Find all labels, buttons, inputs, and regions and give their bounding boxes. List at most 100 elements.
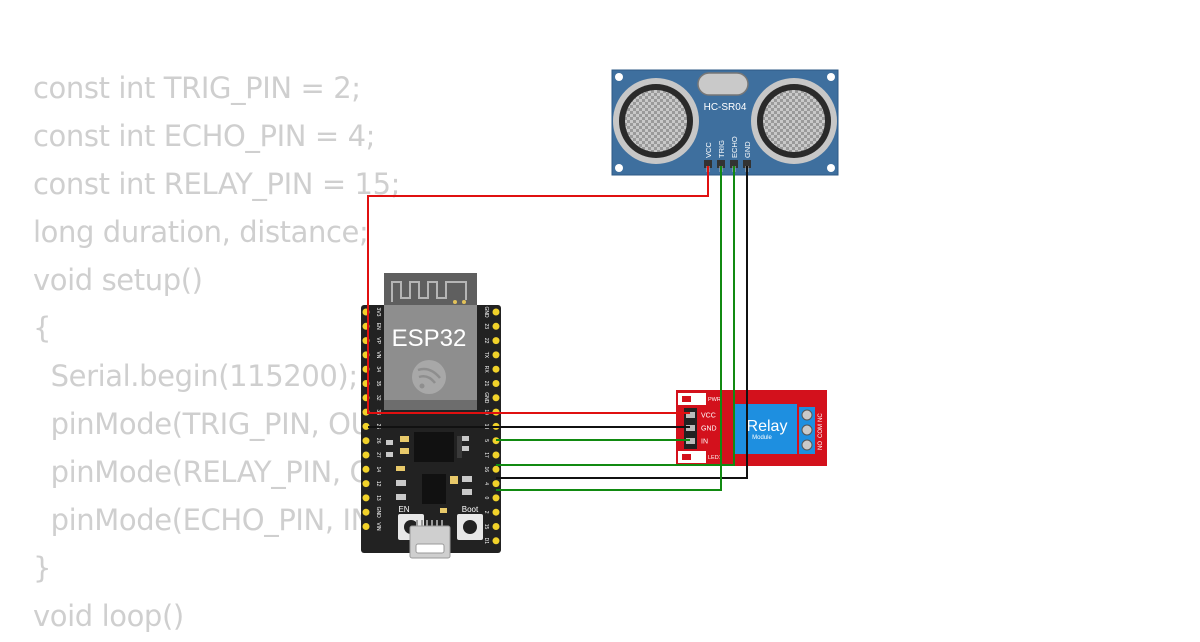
esp32-pin-label: 0 (483, 497, 489, 500)
code-line: Serial.begin(115200); (33, 359, 358, 393)
screw-terminal-icon (801, 409, 813, 451)
esp32-pin-label: 34 (375, 366, 381, 372)
esp32-pin-label: VP (375, 337, 381, 344)
wire-echo[interactable] (496, 166, 735, 466)
esp32-pin-label: EN (375, 323, 381, 330)
transducer-right (751, 78, 837, 164)
esp32-pin-label: VN (375, 351, 381, 358)
code-line: void setup() (33, 263, 203, 297)
code-line: } (33, 551, 52, 585)
esp32-pin-left[interactable] (362, 465, 370, 473)
transducer-left (613, 78, 699, 164)
en-label: EN (398, 505, 409, 514)
esp32-pin-right[interactable] (492, 380, 500, 387)
esp32-pin-right[interactable] (492, 394, 500, 402)
relay-pin-in[interactable] (686, 438, 695, 444)
esp32-pin-label: 5 (483, 439, 489, 442)
boot-button[interactable] (457, 514, 483, 540)
code-line: const int ECHO_PIN = 4; (33, 119, 375, 153)
relay-module[interactable]: PWR LED1 VCC GND IN Relay Module NO COM NC (676, 390, 827, 466)
esp32-pin-right[interactable] (492, 537, 500, 545)
esp32-pin-label: 14 (375, 467, 381, 473)
esp32-pin-label: 15 (483, 524, 489, 530)
esp32-pin-label: 12 (375, 481, 381, 487)
code-line: void loop() (33, 599, 184, 633)
wire-trig[interactable] (496, 166, 722, 491)
esp32-pin-label: VIN (375, 522, 381, 531)
esp32-pin-label: 32 (375, 395, 381, 401)
esp32-pin-label: GND (375, 507, 381, 519)
sensor-pin-label: ECHO (730, 136, 739, 158)
boot-label: Boot (462, 505, 479, 514)
esp32-pin-right[interactable] (492, 494, 500, 502)
relay-pin-label: VCC (701, 413, 716, 420)
esp32-pin-right[interactable] (492, 480, 500, 488)
relay-subtitle: Module (752, 435, 772, 441)
esp32-pin-left[interactable] (362, 494, 370, 502)
sensor-pin-label: TRIG (717, 140, 726, 158)
sensor-label: HC-SR04 (704, 102, 747, 113)
esp32-pin-left[interactable] (362, 508, 370, 516)
sensor-pin-label: VCC (704, 142, 713, 158)
esp32-label: ESP32 (392, 325, 467, 352)
pwr-label: PWR (708, 397, 721, 403)
code-line: long duration, distance; (33, 215, 369, 249)
sensor-pin-vcc[interactable] (704, 160, 712, 168)
esp32-pin-left[interactable] (362, 437, 370, 445)
hc-sr04-sensor[interactable]: HC-SR04 VCC TRIG ECHO GND (611, 69, 839, 176)
esp32-pin-left[interactable] (362, 480, 370, 488)
sensor-pin-trig[interactable] (717, 160, 725, 168)
esp32-pin-label: 23 (483, 324, 489, 330)
sensor-pin-echo[interactable] (730, 160, 738, 168)
sensor-pin-label: GND (743, 141, 752, 158)
esp32-pin-label: GND (483, 306, 489, 318)
relay-terminal-label: COM (818, 424, 824, 438)
esp32-pin-label: 3V3 (375, 308, 381, 317)
esp32-pin-label: 16 (483, 467, 489, 473)
espressif-logo (412, 360, 446, 394)
esp32-pin-left[interactable] (362, 422, 370, 430)
wire-gnd-sensor[interactable] (496, 166, 748, 479)
esp32-pin-label: RX (483, 366, 489, 374)
relay-pin-vcc[interactable] (686, 412, 695, 418)
esp32-board[interactable]: ESP32 EN Boot (361, 273, 501, 559)
esp32-pin-label: TX (483, 352, 489, 359)
esp32-pin-right[interactable] (492, 365, 500, 373)
led-label: LED1 (708, 455, 722, 461)
esp32-pin-label: 22 (483, 338, 489, 344)
esp32-pin-right[interactable] (492, 351, 500, 359)
esp32-pin-left[interactable] (362, 451, 370, 459)
esp32-pin-label: GND (483, 392, 489, 404)
esp32-pin-right[interactable] (492, 451, 500, 459)
wire-vcc-relay[interactable] (367, 312, 690, 414)
relay-pin-label: GND (701, 426, 717, 433)
esp32-pin-label: 35 (375, 381, 381, 387)
esp32-pin-right[interactable] (492, 465, 500, 473)
esp32-pin-right[interactable] (492, 322, 500, 330)
esp32-pin-right[interactable] (492, 508, 500, 516)
esp32-pin-label: 21 (483, 381, 489, 387)
esp32-pin-label: 2 (483, 511, 489, 514)
esp32-pin-right[interactable] (492, 523, 500, 530)
esp32-pin-label: D1 (483, 538, 489, 545)
esp32-pin-label: 17 (483, 452, 489, 458)
esp32-pin-label: 27 (375, 452, 381, 458)
esp32-pin-label: 13 (375, 495, 381, 501)
esp32-pin-right[interactable] (492, 308, 500, 316)
usb-port[interactable] (409, 520, 451, 559)
esp32-pin-left[interactable] (362, 523, 370, 530)
relay-terminal-label: NC (818, 413, 824, 422)
esp32-pin-label: 4 (483, 482, 489, 485)
code-line: { (33, 311, 52, 345)
relay-pin-gnd[interactable] (686, 425, 695, 431)
esp32-pin-label: 26 (375, 438, 381, 444)
esp32-pin-right[interactable] (492, 337, 500, 345)
code-line: const int TRIG_PIN = 2; (33, 71, 361, 105)
wire-vcc-sensor[interactable] (367, 166, 709, 312)
sensor-pin-gnd[interactable] (743, 160, 751, 168)
wires (367, 166, 748, 491)
relay-title: Relay (747, 418, 788, 435)
relay-pin-label: IN (701, 439, 708, 446)
relay-terminal-label: NO (818, 441, 824, 450)
